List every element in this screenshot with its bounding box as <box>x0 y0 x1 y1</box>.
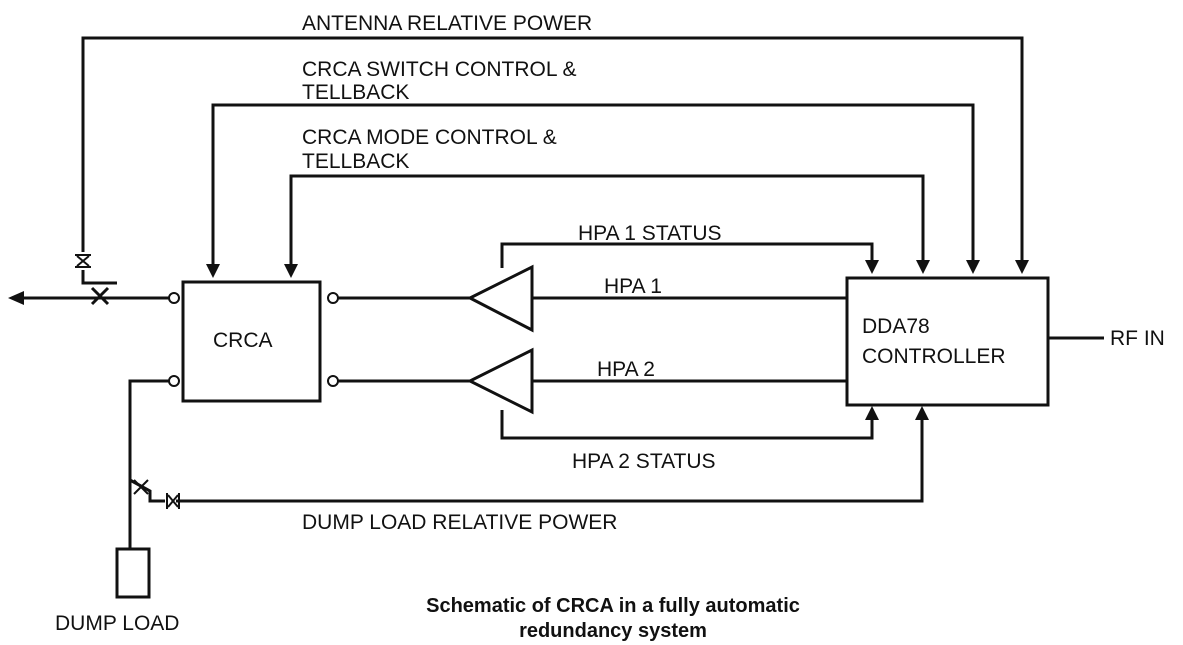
arrowhead-up <box>915 406 929 420</box>
controller-label-line1: DDA78 <box>862 315 930 338</box>
crca-port <box>168 292 180 304</box>
arrowhead-down <box>1015 260 1029 274</box>
arrowhead-down <box>284 264 298 278</box>
arrowhead-down <box>206 264 220 278</box>
rf-in-label: RF IN <box>1110 327 1165 350</box>
hpa1-status-path <box>500 242 879 274</box>
hpa1-label: HPA 1 <box>604 275 662 298</box>
caption-line2: redundancy system <box>519 620 707 642</box>
crca-switch-control-path <box>206 103 980 278</box>
caption-line1: Schematic of CRCA in a fully automatic <box>426 595 800 617</box>
dump-load-relative-power-label: DUMP LOAD RELATIVE POWER <box>302 511 617 534</box>
antenna-coupler-symbol <box>75 254 117 306</box>
arrowhead-down <box>865 260 879 274</box>
crca-port <box>168 375 180 387</box>
hpa1-status-label: HPA 1 STATUS <box>578 222 722 245</box>
crca-switch-control-label-line1: CRCA SWITCH CONTROL & <box>302 58 577 81</box>
antenna-relative-power-label: ANTENNA RELATIVE POWER <box>302 12 592 35</box>
crca-port <box>327 292 339 304</box>
crca-mode-control-label-line2: TELLBACK <box>302 150 409 173</box>
hpa1-amplifier-triangle <box>466 264 534 333</box>
arrowhead-left <box>8 291 24 305</box>
hpa2-label: HPA 2 <box>597 358 655 381</box>
crca-block <box>181 280 322 403</box>
arrowhead-down <box>966 260 980 274</box>
crca-port <box>327 375 339 387</box>
hpa2-amplifier-triangle <box>466 347 534 415</box>
arrowhead-down <box>916 260 930 274</box>
dump-load-box <box>115 547 151 599</box>
dump-load-label: DUMP LOAD <box>55 612 179 635</box>
antenna-relative-power-path <box>81 36 1029 274</box>
dump-load-line <box>128 379 180 548</box>
hpa2-status-label: HPA 2 STATUS <box>572 450 716 473</box>
crca-block-label: CRCA <box>213 329 273 352</box>
crca-switch-control-label-line2: TELLBACK <box>302 81 409 104</box>
arrowhead-up <box>865 406 879 420</box>
crca-mode-control-label-line1: CRCA MODE CONTROL & <box>302 126 557 149</box>
dump-load-relative-power-path <box>176 406 929 503</box>
controller-block <box>845 276 1050 407</box>
crca-mode-control-path <box>284 174 930 278</box>
hpa2-status-path <box>500 406 879 440</box>
controller-label-line2: CONTROLLER <box>862 345 1006 368</box>
